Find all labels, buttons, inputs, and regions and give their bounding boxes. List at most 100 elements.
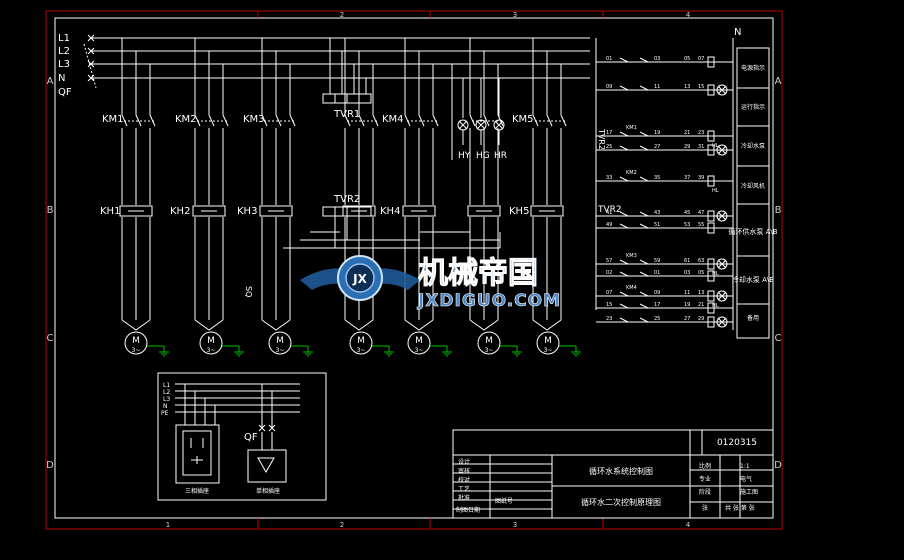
control-contact (619, 223, 629, 229)
overload-label: KH3 (237, 206, 257, 217)
tb-left-label: 工艺 (458, 485, 470, 493)
tb-left-value: 图纸号 (495, 497, 513, 505)
control-node-number: 43 (654, 210, 660, 216)
control-node-number: 09 (606, 84, 612, 90)
overload-label: KH1 (100, 206, 120, 217)
control-circuit (595, 38, 770, 339)
overload-label: KH4 (380, 206, 400, 217)
contactor-contact (546, 114, 553, 127)
ctrl-box-label: 电源指示 (741, 64, 765, 72)
motor-label: M (485, 336, 493, 346)
control-coil (707, 302, 715, 314)
col-label: 4 (686, 521, 691, 529)
col-label: 2 (340, 11, 344, 19)
control-node-number: 07 (606, 290, 612, 296)
control-coil (707, 84, 715, 96)
row-label: C (47, 333, 54, 344)
control-node-number: 27 (684, 316, 690, 322)
control-coil (707, 130, 715, 142)
motor-lead (121, 319, 151, 331)
watermark-badge: JX (352, 272, 367, 286)
row-label: D (774, 460, 782, 471)
motor-symbol (124, 331, 148, 355)
tvr1-label: TVR1 (333, 109, 360, 120)
motor-phase-label: 3~ (276, 347, 285, 354)
control-coil (707, 258, 715, 270)
control-node-number: 15 (698, 84, 704, 90)
control-contact (619, 131, 629, 137)
control-node-number: 03 (684, 270, 690, 276)
control-node-number: 07 (698, 56, 704, 62)
control-contact-label: KM2 (626, 170, 637, 176)
control-coil (707, 144, 715, 156)
control-node-number: 01 (606, 56, 612, 62)
col-label: 1 (166, 521, 170, 529)
ctrl-box-label: 循环供水泵 A\B (728, 227, 777, 236)
control-node-number: 19 (654, 130, 660, 136)
control-node-number: 23 (698, 130, 704, 136)
lamp-label-hr: HR (494, 151, 507, 161)
control-contact (619, 259, 629, 265)
control-node-number: 41 (606, 210, 612, 216)
control-contact (639, 303, 649, 309)
overload-relay (259, 205, 293, 217)
bus-label-n: N (58, 73, 65, 84)
motor-lead (344, 319, 374, 331)
contactor-contact (358, 114, 365, 127)
contactor-label: KM1 (102, 114, 124, 125)
control-lamp (716, 258, 728, 270)
control-node-number: 13 (684, 84, 690, 90)
control-lamp-cross (717, 259, 727, 269)
control-node-number: 03 (654, 56, 660, 62)
control-node-number: 39 (698, 175, 704, 181)
control-labels: TVR2 TVR2 电源指示 运行指示 冷却水泵 冷却风机 循环供水泵 A\B … (597, 64, 778, 322)
ground-symbol (442, 351, 452, 357)
control-lamp-cross (717, 291, 727, 301)
title-main: 循环水系统控制图 (589, 466, 653, 476)
motor-phase-label: 3~ (415, 347, 424, 354)
inset-qf-label: QF (244, 432, 258, 443)
ground-symbol (303, 351, 313, 357)
tb-left-label: 校对 (458, 476, 470, 484)
row-label: B (775, 205, 782, 216)
watermark-cn: 机械帝国 (418, 256, 538, 291)
control-lamp-label: HL (712, 143, 719, 149)
motor-symbol (349, 331, 373, 355)
inset-bus-label: N (163, 403, 168, 410)
col-label: 3 (513, 521, 517, 529)
control-node-number: 57 (606, 258, 612, 264)
control-contact (639, 85, 649, 91)
watermark-en: JXDIGUO.COM (417, 291, 561, 311)
control-contact (619, 211, 629, 217)
control-lamp-label: HL (712, 188, 719, 194)
control-node-number: 21 (684, 130, 690, 136)
control-node-number: 21 (698, 302, 704, 308)
control-node-number: 29 (698, 316, 704, 322)
control-coil (707, 316, 715, 328)
inset-bus-label: L3 (163, 396, 170, 403)
motor-symbol (199, 331, 223, 355)
control-lamp (716, 316, 728, 328)
control-node-number: 53 (684, 222, 690, 228)
overload-relay (467, 205, 501, 217)
control-coil (707, 270, 715, 282)
control-lamp (716, 210, 728, 222)
contactor-label: KM3 (243, 114, 265, 125)
control-node-number: 49 (606, 222, 612, 228)
contactor-contact (418, 114, 425, 127)
motor-lead (194, 319, 224, 331)
tvr2-label: TVR2 (333, 194, 360, 205)
overload-relay (530, 205, 564, 217)
inset-right-caption: 单相插座 (256, 487, 280, 495)
control-contact (619, 303, 629, 309)
motor-label: M (357, 336, 365, 346)
ctrl-box-label: 备用 (747, 314, 759, 322)
control-contact (619, 271, 629, 277)
control-lamp (716, 144, 728, 156)
ground-symbol (159, 351, 169, 357)
control-node-number: 19 (684, 302, 690, 308)
overload-relay (402, 205, 436, 217)
motor-symbol (407, 331, 431, 355)
